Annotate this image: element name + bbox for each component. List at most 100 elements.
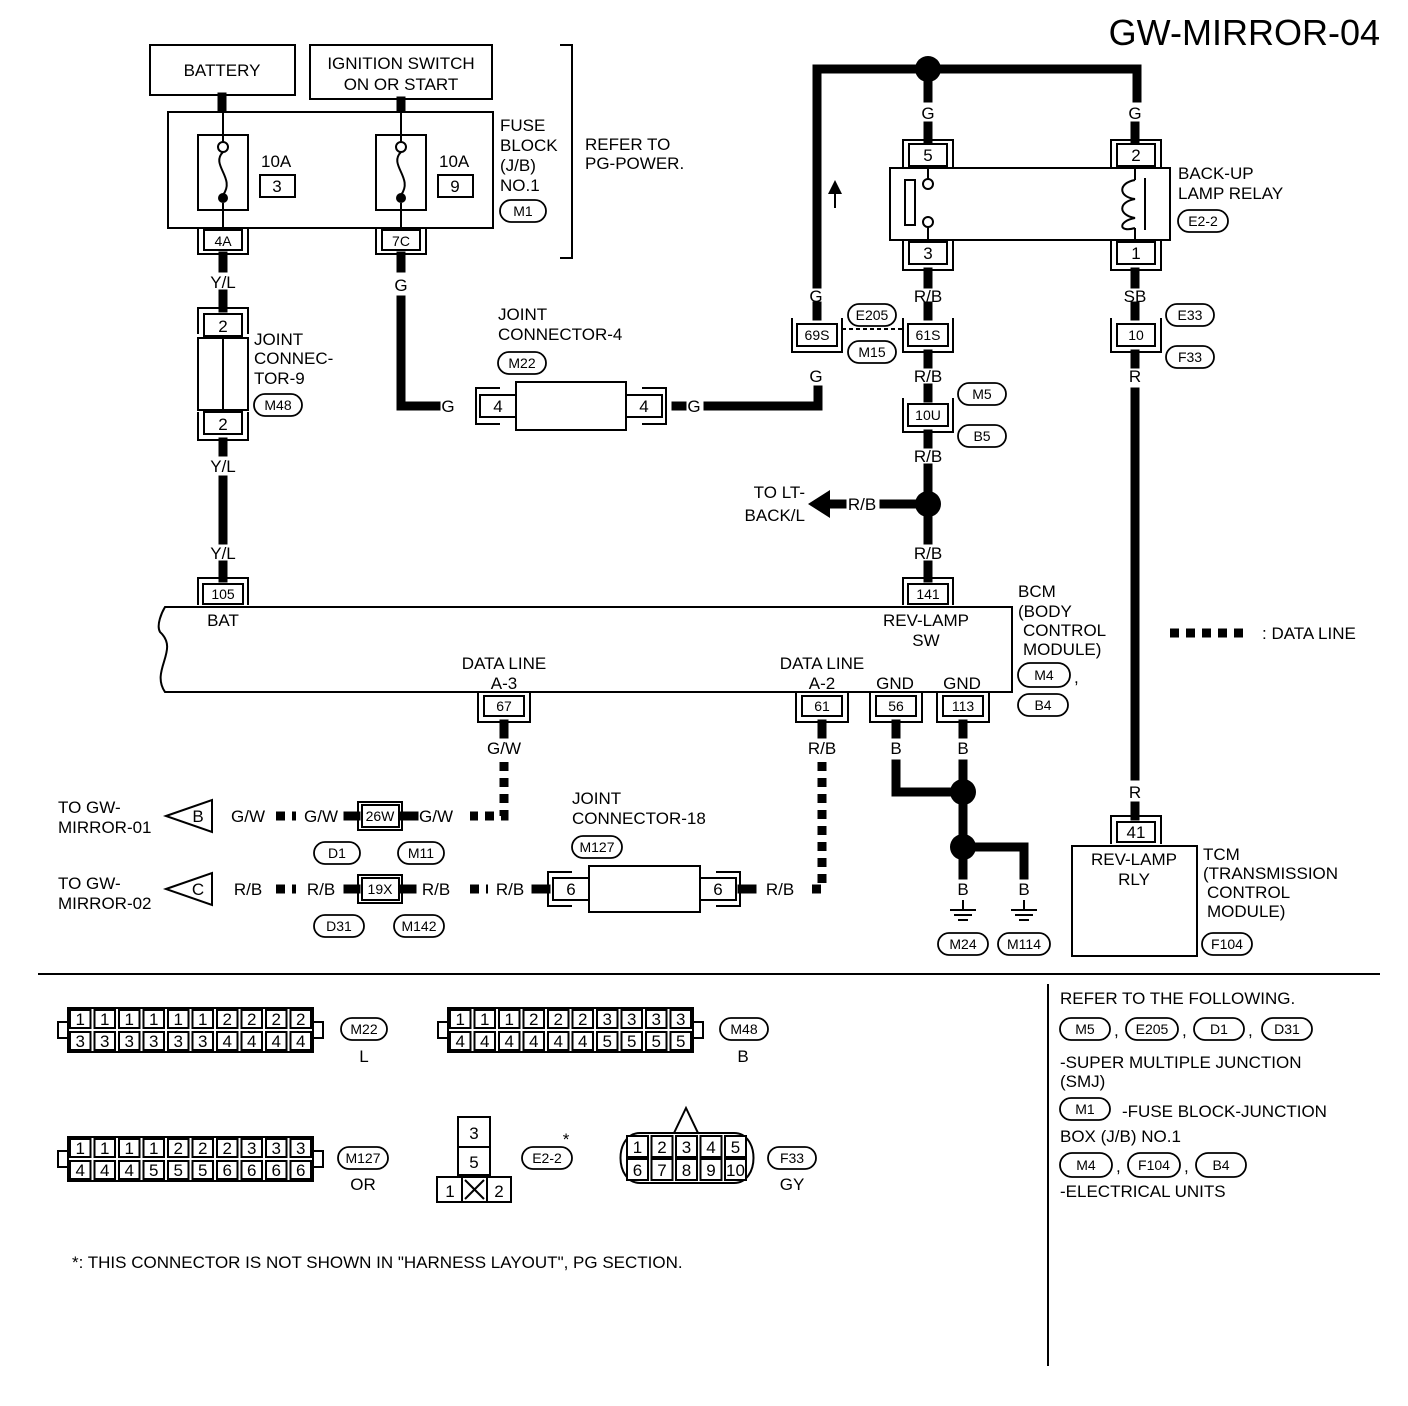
refer-to-2: PG-POWER. (585, 154, 684, 173)
pin-56-label: 56 (888, 698, 904, 714)
connector-69s (791, 318, 843, 353)
wire-rb-19x-l: R/B (307, 880, 335, 899)
wire-rb-jc18-l: R/B (496, 880, 524, 899)
face-pin: 4 (100, 1161, 109, 1180)
face-pin: 5 (149, 1161, 158, 1180)
wire-r-1: R (1129, 367, 1141, 386)
face-pin: 5 (627, 1032, 636, 1051)
connector-m114: M114 (1007, 936, 1041, 952)
face-pin: 5 (603, 1032, 612, 1051)
face-m22-color: L (359, 1047, 368, 1066)
joint-connector-9 (197, 307, 249, 441)
pin-105-label: 105 (211, 586, 235, 602)
ref-comma-3: , (1248, 1021, 1253, 1040)
pin-26w-label: 26W (366, 808, 396, 824)
wire-gw-67: G/W (487, 739, 521, 758)
jc18-label-2: CONNECTOR-18 (572, 809, 706, 828)
pin-141-label: 141 (916, 586, 940, 602)
ignition-label-1: IGNITION SWITCH (327, 54, 474, 73)
diagram-title: GW-MIRROR-04 (1109, 12, 1380, 53)
face-pin: 1 (76, 1139, 85, 1158)
jc9-connector: M48 (264, 397, 291, 413)
face-pin: 3 (149, 1032, 158, 1051)
connector-m15: M15 (858, 344, 885, 360)
bcm-dla2-2: A-2 (809, 674, 835, 693)
face-pin: 2 (223, 1010, 232, 1029)
tcm-label-1: TCM (1203, 845, 1240, 864)
face-pin: 1 (100, 1139, 109, 1158)
face-pin: 3 (682, 1138, 691, 1157)
face-e22-pin-1: 1 (445, 1182, 454, 1201)
wire-b-m114: B (1018, 880, 1029, 899)
jc9-label-2: CONNEC- (254, 349, 333, 368)
face-pin: 4 (554, 1032, 563, 1051)
current-flow-arrow (828, 180, 842, 194)
face-m127-color: OR (350, 1175, 376, 1194)
fuse-3-amp: 10A (261, 152, 292, 171)
footnote: *: THIS CONNECTOR IS NOT SHOWN IN "HARNE… (72, 1253, 683, 1272)
ref-m1: M1 (1075, 1101, 1095, 1117)
arrow-c-label: C (192, 880, 204, 899)
connector-d31: D31 (326, 918, 352, 934)
face-e22-pin-3: 3 (469, 1124, 478, 1143)
face-pin: 4 (706, 1138, 715, 1157)
ref-d31: D31 (1274, 1021, 1300, 1037)
wire-gw-a: G/W (231, 807, 265, 826)
wire-g-relay-5: G (921, 104, 934, 123)
ref-comma-5: , (1184, 1157, 1189, 1176)
to-gw-mirror-02-arrow (162, 871, 213, 907)
face-pin: 3 (676, 1010, 685, 1029)
connector-m11: M11 (408, 845, 434, 861)
face-pin: 3 (627, 1010, 636, 1029)
connector-26w (357, 801, 403, 831)
wire-yl-1: Y/L (210, 273, 236, 292)
pin-41-label: 41 (1127, 823, 1146, 842)
ref-m5: M5 (1075, 1021, 1095, 1037)
pin-61s-label: 61S (916, 327, 941, 343)
face-pin: 1 (149, 1139, 158, 1158)
pin-19x-label: 19X (368, 881, 394, 897)
wire-g-left: G (441, 397, 454, 416)
jc18-label-1: JOINT (572, 789, 621, 808)
legend-data-line: : DATA LINE (1262, 624, 1356, 643)
face-pin: 2 (529, 1010, 538, 1029)
relay-label-1: BACK-UP (1178, 164, 1254, 183)
wire-rb-gw02: R/B (234, 880, 262, 899)
face-pin: 5 (198, 1161, 207, 1180)
relay-label-2: LAMP RELAY (1178, 184, 1283, 203)
bcm-dla2-1: DATA LINE (780, 654, 864, 673)
tcm-label-3: CONTROL (1207, 883, 1290, 902)
face-m48-id: M48 (730, 1021, 757, 1037)
face-pin: 2 (272, 1010, 281, 1029)
wire-r-2: R (1129, 783, 1141, 802)
jc4-pin-right: 4 (639, 397, 648, 416)
to-lt-backl-arrow (808, 490, 830, 518)
face-pin: 2 (247, 1010, 256, 1029)
jc4-label-1: JOINT (498, 305, 547, 324)
face-pin: 2 (578, 1010, 587, 1029)
ref-comma-4: , (1116, 1157, 1121, 1176)
connector-e33: E33 (1178, 307, 1203, 323)
wire-gw-c: G/W (419, 807, 453, 826)
connector-b4: B4 (1034, 697, 1051, 713)
bcm-dla3-2: A-3 (491, 674, 517, 693)
jc9-pin-bottom: 2 (218, 415, 227, 434)
face-pin: 3 (198, 1032, 207, 1051)
tcm-body (1071, 845, 1198, 957)
wire-g-right: G (687, 397, 700, 416)
face-pin: 2 (223, 1139, 232, 1158)
face-pin: 6 (633, 1161, 642, 1180)
bcm-connector-67 (477, 692, 531, 723)
face-pin: 5 (174, 1161, 183, 1180)
connector-face-e2-2 (436, 1116, 512, 1203)
face-m48-color: B (737, 1047, 748, 1066)
face-m127-id: M127 (345, 1150, 380, 1166)
wire-rb-2: R/B (914, 367, 942, 386)
wire-yl-2: Y/L (210, 457, 236, 476)
to-lt-2: BACK/L (745, 506, 805, 525)
face-pin: 6 (247, 1161, 256, 1180)
jc18-pin-right: 6 (713, 880, 722, 899)
ignition-switch-box (309, 44, 493, 100)
relay-pin-3: 3 (923, 244, 932, 263)
